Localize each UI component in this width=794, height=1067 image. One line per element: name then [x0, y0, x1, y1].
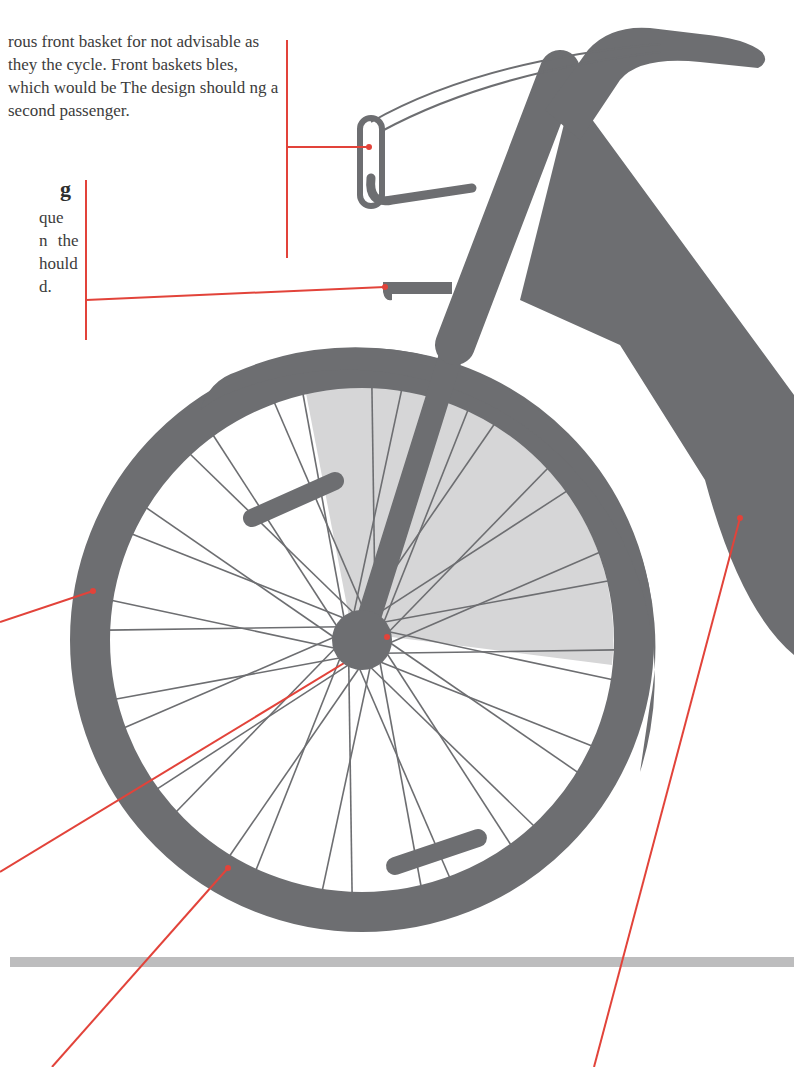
basket-mount-bracket — [371, 178, 472, 201]
spoke — [379, 581, 609, 623]
leader-dot — [384, 634, 390, 640]
leader-line — [86, 287, 385, 300]
callout-bracket — [286, 40, 288, 258]
spoke-reflector — [252, 481, 335, 518]
spoke — [108, 627, 342, 630]
leader-dots — [90, 144, 743, 871]
leader-line — [287, 146, 369, 148]
leader-dot — [737, 515, 743, 521]
frame-down-tube — [520, 92, 794, 655]
leader-line — [52, 868, 228, 1067]
spoke — [322, 662, 371, 891]
wheel-hub — [332, 610, 392, 670]
ground-line — [10, 957, 794, 967]
leader-line — [0, 591, 93, 622]
wheel-spokes — [108, 386, 616, 894]
spoke — [349, 660, 352, 894]
spoke — [157, 662, 353, 789]
spoke — [384, 649, 511, 845]
spoke — [386, 640, 579, 773]
callout-text: rous front basket for not advisable as t… — [8, 30, 280, 122]
brake-cable — [371, 44, 660, 122]
spoke — [386, 552, 601, 645]
fork — [362, 320, 462, 640]
spoke — [146, 507, 339, 640]
leader-dot — [366, 144, 372, 150]
leader-line — [594, 518, 740, 1067]
callout-heading: g — [60, 176, 82, 202]
spoke — [384, 631, 613, 680]
callout-text: que n the hould d. — [39, 206, 80, 298]
callout-bracket — [85, 180, 87, 340]
spoke — [115, 657, 345, 699]
leader-lines — [0, 40, 740, 1067]
brake-lever — [383, 282, 452, 300]
leader-dot — [90, 588, 96, 594]
leader-dot — [382, 284, 388, 290]
leader-dot — [384, 634, 390, 640]
spoke — [213, 435, 340, 631]
tire — [90, 368, 634, 912]
head-tube — [455, 70, 560, 345]
spoke — [124, 635, 339, 728]
spoke — [382, 650, 616, 653]
spoke-reflector — [395, 838, 478, 866]
spoke — [111, 600, 340, 649]
leader-dot — [225, 865, 231, 871]
spoke — [303, 393, 345, 623]
brake-cable — [380, 52, 660, 132]
leader-line — [0, 637, 387, 872]
